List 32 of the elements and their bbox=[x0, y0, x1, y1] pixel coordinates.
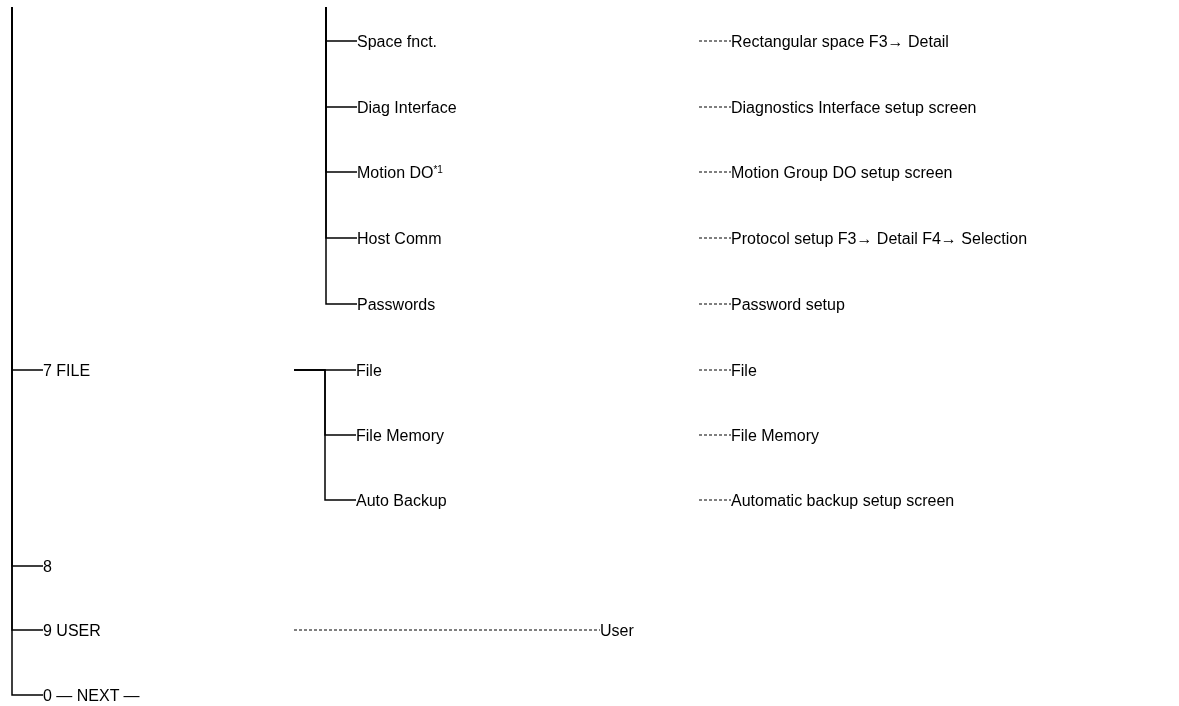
screen-name-label: File Memory bbox=[731, 426, 819, 446]
screen-name-label: Automatic backup setup screen bbox=[731, 491, 955, 511]
menu-item-label: Passwords bbox=[357, 295, 436, 315]
screen-name-label: User bbox=[600, 621, 634, 641]
menu-item-label: Motion DO$^{*1}$ bbox=[357, 163, 443, 183]
tree-line bbox=[293, 369, 357, 501]
dotted-connector bbox=[698, 434, 732, 436]
dotted-connector bbox=[698, 369, 732, 371]
dotted-connector bbox=[698, 171, 732, 173]
menu-item-label: Space fnct. bbox=[357, 32, 438, 52]
menu-item-label: 9 USER bbox=[43, 621, 101, 641]
screen-name-label: Protocol setup F3→ Detail F4→ Selection bbox=[731, 229, 1028, 249]
screen-name-label: Password setup bbox=[731, 295, 845, 315]
dotted-connector bbox=[698, 106, 732, 108]
menu-item-label: File bbox=[356, 361, 382, 381]
dotted-connector bbox=[293, 629, 601, 631]
menu-item-label: File Memory bbox=[356, 426, 444, 446]
screen-name-label: Rectangular space F3→ Detail bbox=[731, 32, 949, 52]
screen-name-label: Diagnostics Interface setup screen bbox=[731, 98, 977, 118]
menu-item-label: 8 bbox=[43, 557, 52, 577]
menu-item-label: Diag Interface bbox=[357, 98, 457, 118]
dotted-connector bbox=[698, 40, 732, 42]
menu-item-label: 0 — NEXT — bbox=[43, 686, 140, 706]
dotted-connector bbox=[698, 303, 732, 305]
menu-item-label: Auto Backup bbox=[356, 491, 447, 511]
dotted-connector bbox=[698, 499, 732, 501]
screen-name-label: Motion Group DO setup screen bbox=[731, 163, 953, 183]
menu-item-label: Host Comm bbox=[357, 229, 442, 249]
menu-item-label: 7 FILE bbox=[43, 361, 91, 381]
screen-name-label: File bbox=[731, 361, 757, 381]
tree-line bbox=[325, 6, 358, 305]
dotted-connector bbox=[698, 237, 732, 239]
